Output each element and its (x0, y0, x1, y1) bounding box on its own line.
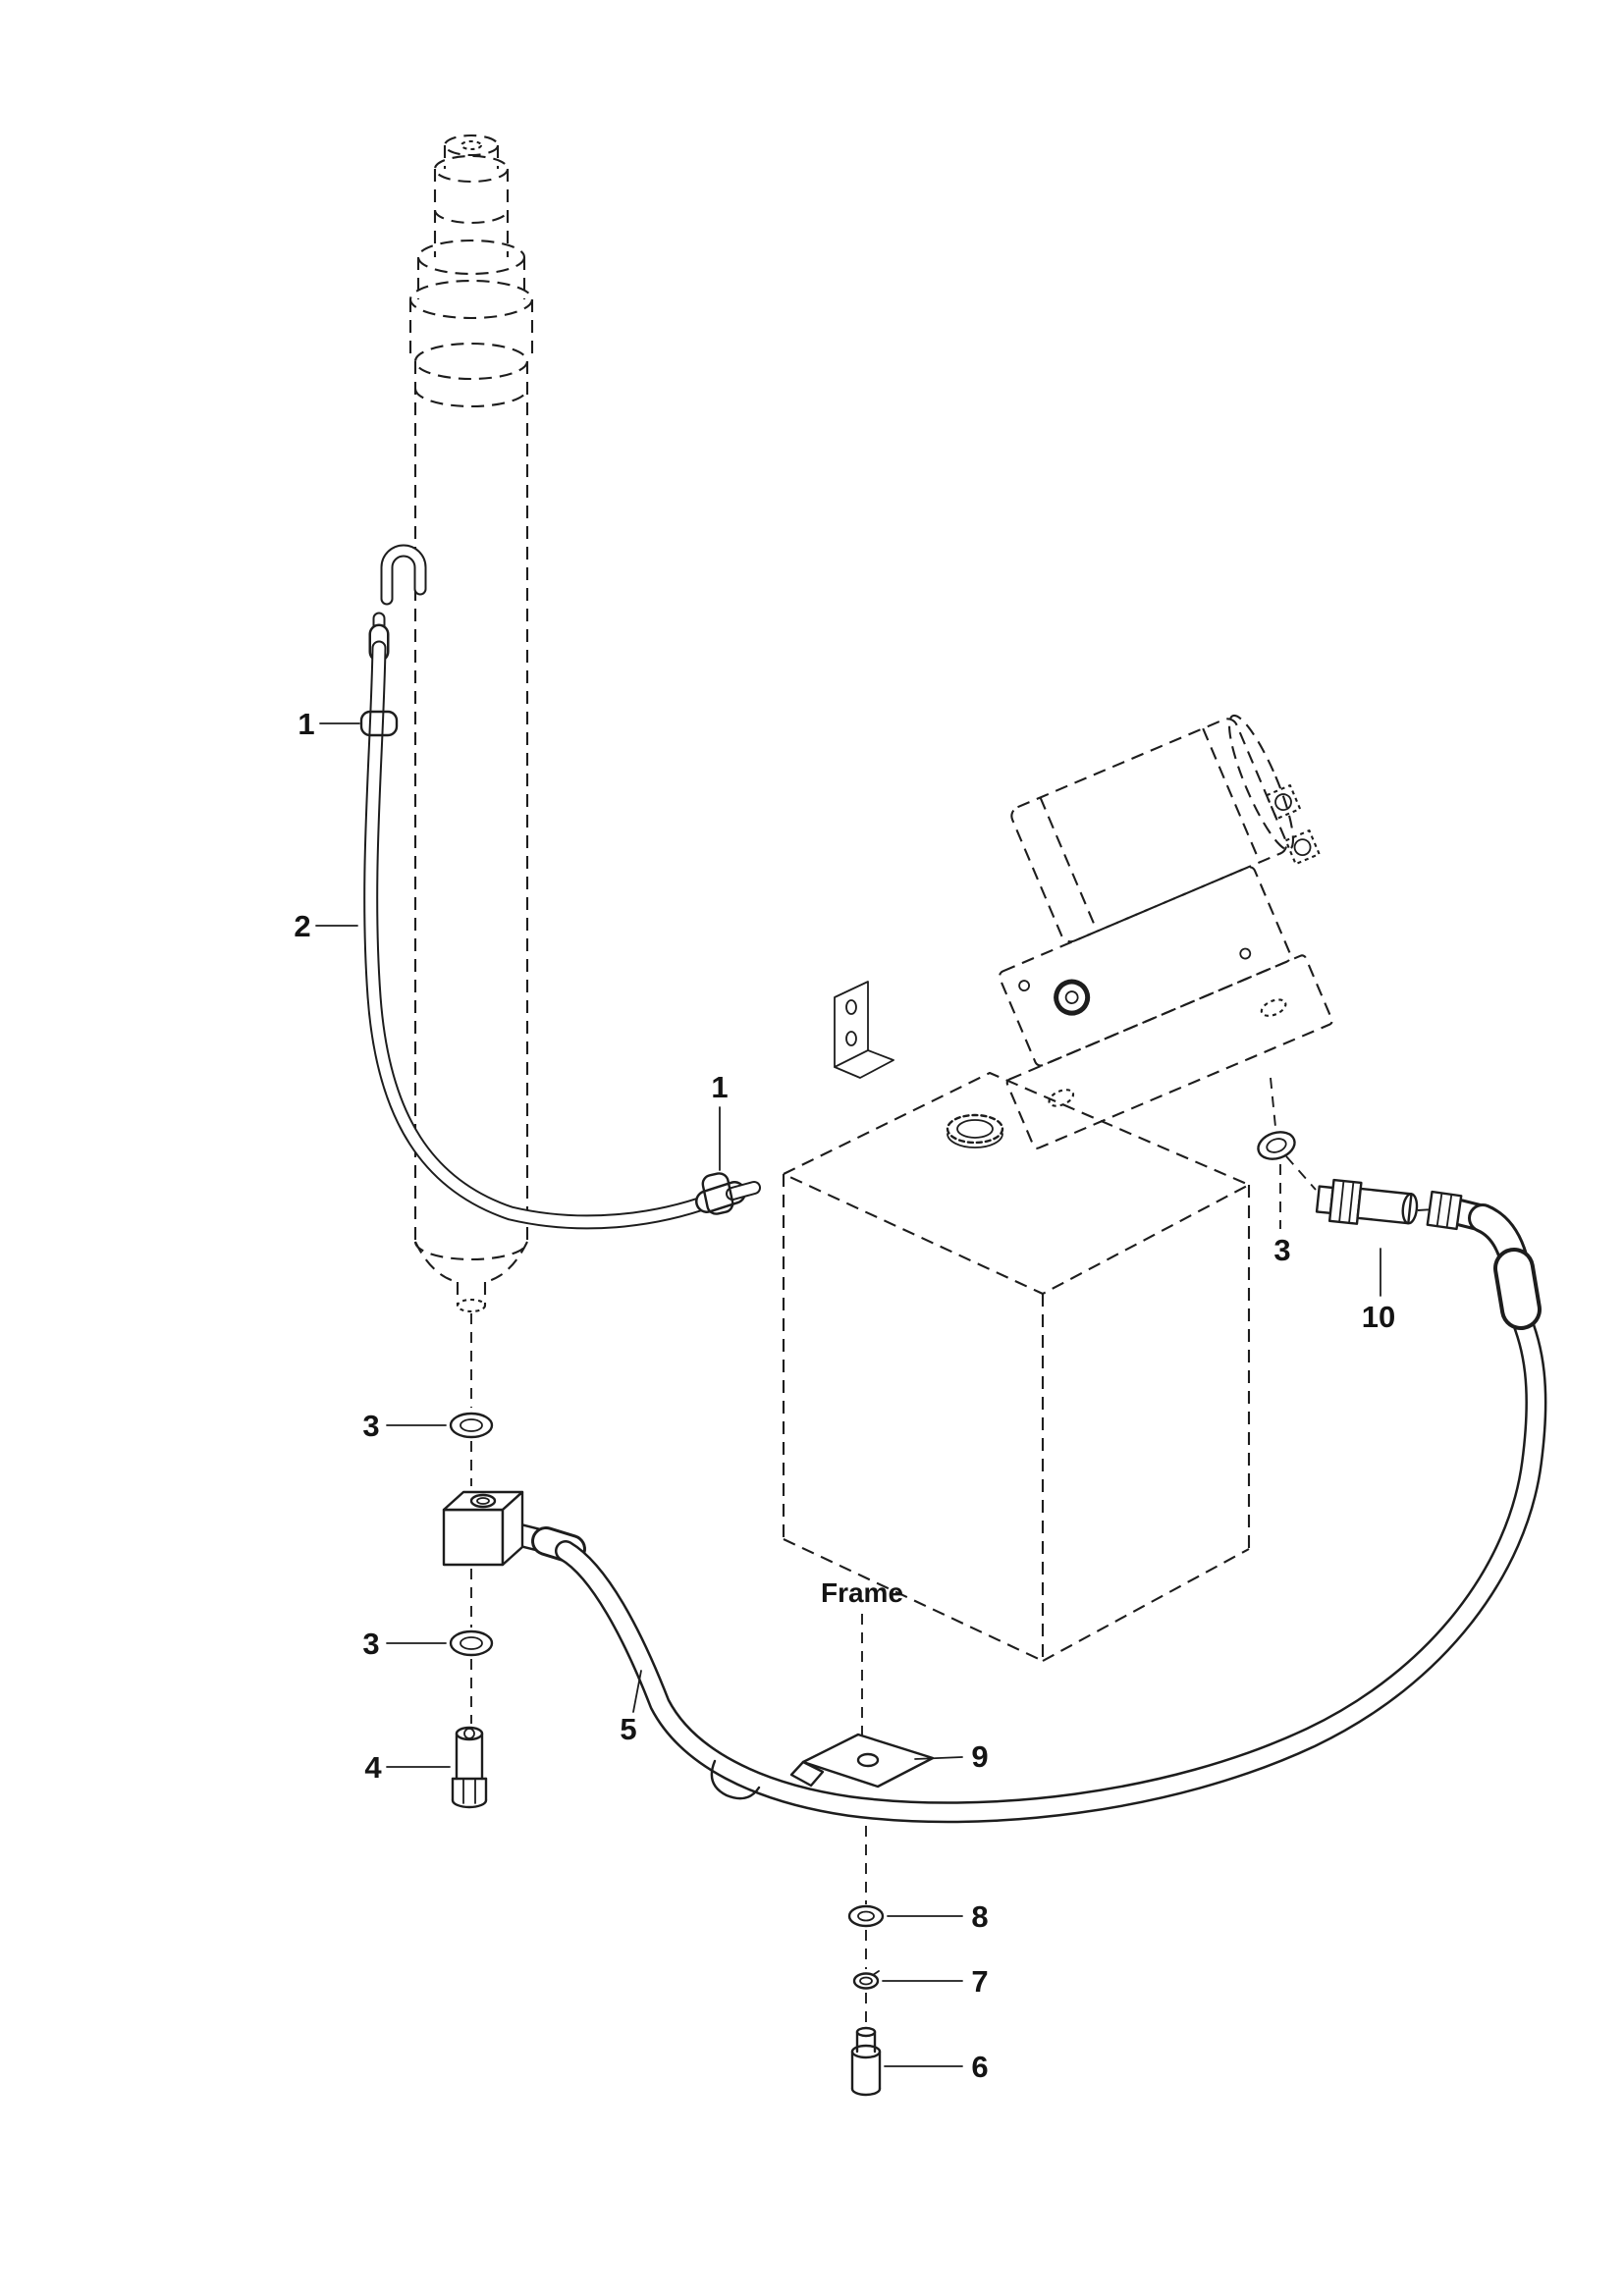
callout-10: 10 (1362, 1300, 1395, 1334)
callout-2: 2 (294, 909, 310, 943)
callout-9: 9 (971, 1739, 988, 1774)
oil-tank (782, 1071, 1251, 1662)
flat-washer (847, 1904, 885, 1928)
drain-hose (363, 544, 761, 1230)
seal-washer-lower (449, 1629, 494, 1657)
hydraulic-cylinder (408, 133, 534, 1313)
block-fitting (442, 1490, 524, 1567)
elbow-hex-collar (1426, 1190, 1463, 1231)
pump-motor-assembly (998, 714, 1333, 1149)
clamp-bracket (789, 1733, 935, 1789)
callout-3-pump: 3 (1273, 1233, 1290, 1267)
callout-8: 8 (971, 1899, 988, 1934)
hose-clip (710, 1759, 761, 1800)
seal-washer-pump (1257, 1131, 1296, 1160)
hose-clamp-upper (359, 710, 399, 737)
callouts: 1 2 1 3 10 3 3 4 5 9 8 7 6 (294, 707, 1395, 2084)
callout-3-lower: 3 (362, 1627, 379, 1661)
hose-clamp-lower (701, 1172, 734, 1215)
filler-cap (946, 1113, 1004, 1148)
callout-4: 4 (364, 1750, 382, 1785)
hollow-screw (451, 1726, 488, 1809)
frame-label: Frame (821, 1577, 903, 1608)
callout-3-upper: 3 (362, 1409, 379, 1443)
pump-port (1054, 979, 1091, 1016)
callout-5: 5 (620, 1712, 636, 1746)
seal-washer-upper (449, 1412, 494, 1439)
nipple-fitting (1315, 1178, 1419, 1225)
callout-6: 6 (971, 2050, 988, 2084)
lock-washer (852, 1970, 880, 1990)
pressure-hose (493, 1190, 1547, 1824)
callout-7: 7 (971, 1964, 988, 1999)
mounting-screw (850, 2026, 882, 2097)
tank-mount-bracket (834, 981, 894, 1079)
assembly-centerlines (470, 1077, 1435, 2024)
callout-1-lower: 1 (711, 1070, 728, 1104)
callout-1-upper: 1 (298, 707, 314, 741)
